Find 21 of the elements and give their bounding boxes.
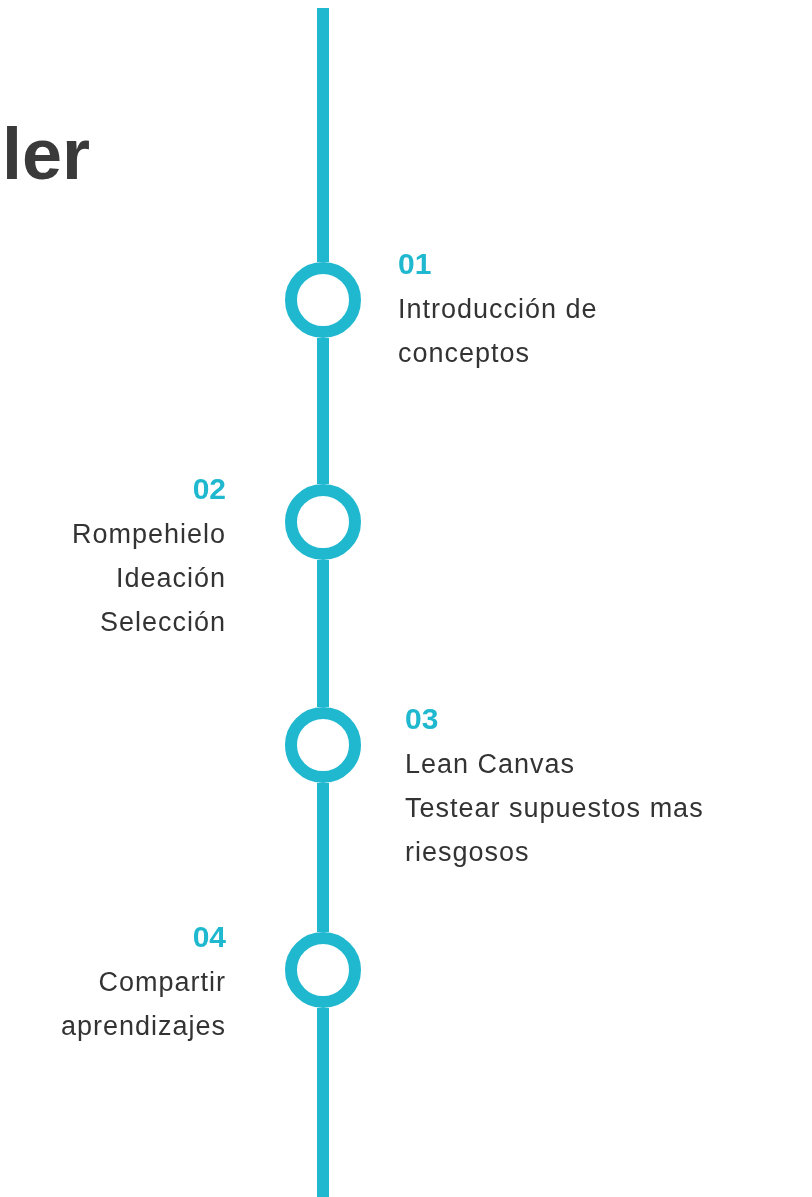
step-description: Rompehielo [71,518,226,551]
timeline-circle [285,262,361,338]
timeline-circle [285,932,361,1008]
timeline-circle [285,484,361,560]
step-description: Compartir aprendizajes [59,966,226,1043]
timeline-line [317,8,329,262]
step-number: 02 [192,471,226,507]
step-description: Ideación [115,562,226,595]
step-number: 04 [192,919,226,955]
step-description: Lean Canvas [405,748,576,781]
timeline-line [317,1008,329,1197]
step-description: Selección [99,606,226,639]
timeline-line [317,338,329,484]
timeline-line [317,560,329,707]
timeline-circle [285,707,361,783]
title: ler [2,118,91,190]
step-number: 03 [405,701,439,737]
step-description: Testear supuestos mas riesgosos [405,792,705,869]
step-number: 01 [398,246,432,282]
step-description: Introducción de conceptos [398,293,599,370]
timeline-line [317,783,329,932]
